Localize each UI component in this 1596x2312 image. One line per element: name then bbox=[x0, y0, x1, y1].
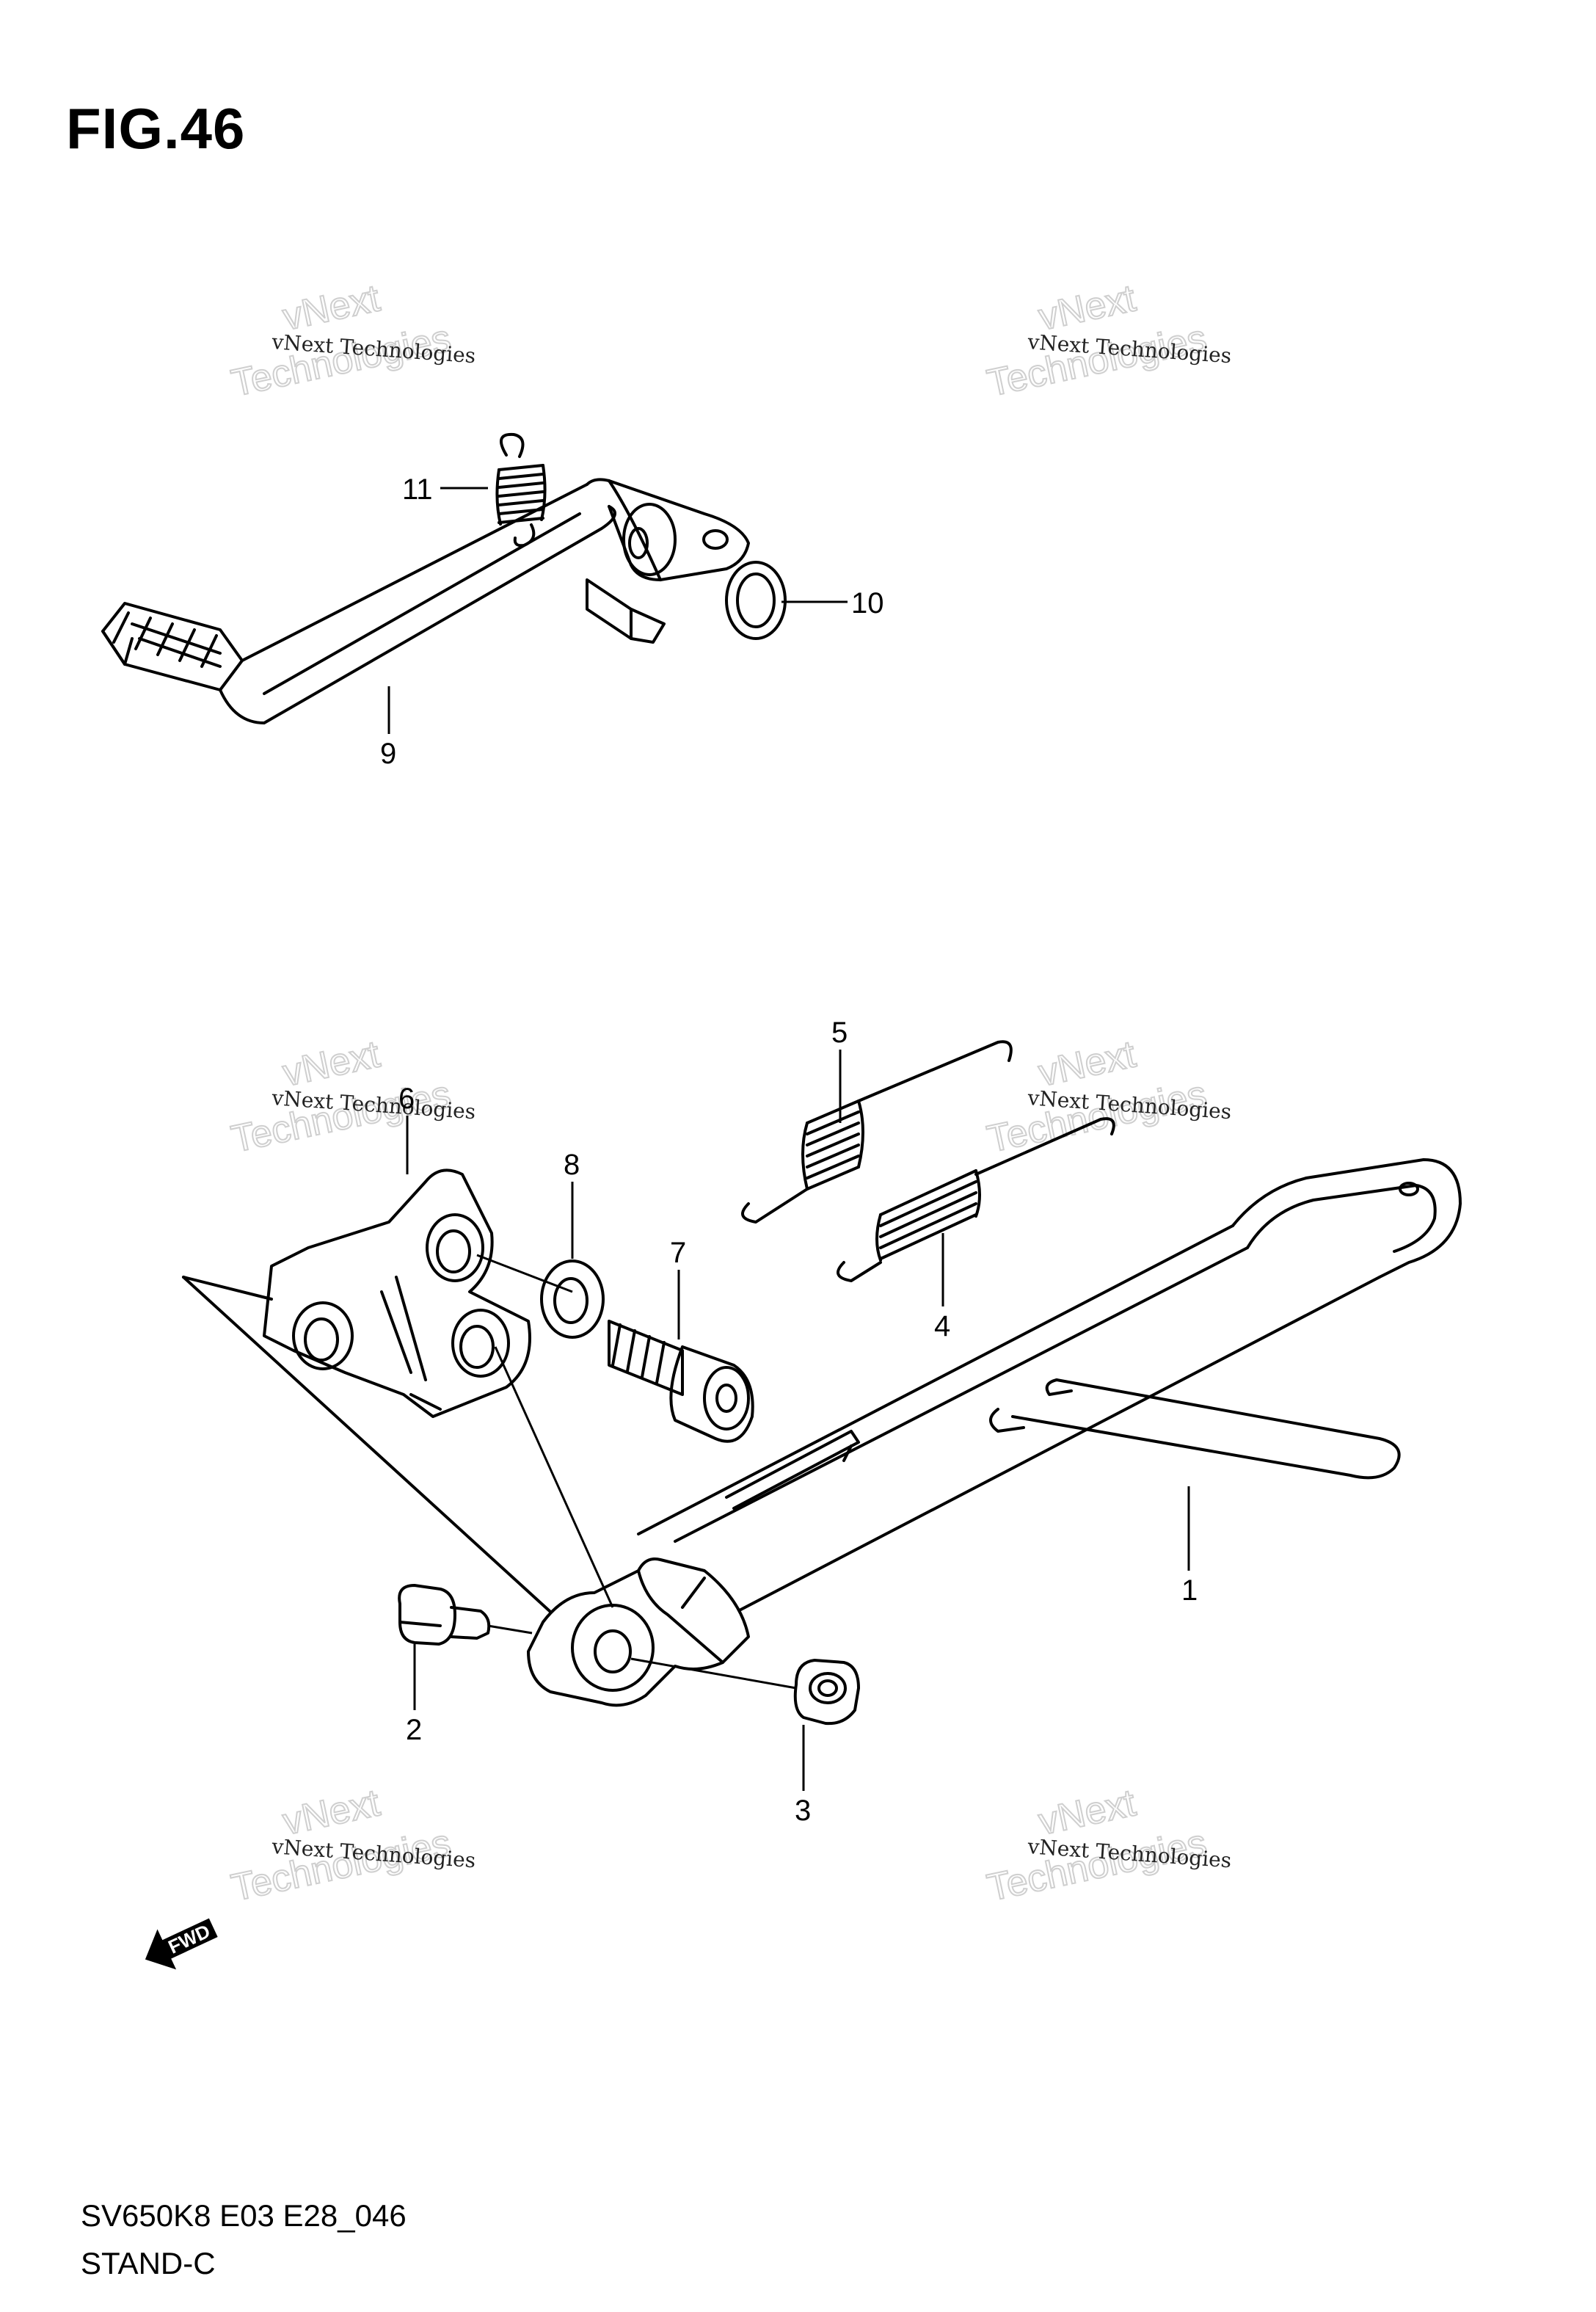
figure-title: FIG.46 bbox=[66, 96, 246, 161]
part-8-washer bbox=[540, 1259, 605, 1339]
watermark-bottom-right: vNext Technologies vNext Technologies bbox=[983, 1781, 1232, 1910]
callout-2: 2 bbox=[406, 1714, 422, 1746]
part-11-return-spring bbox=[495, 432, 547, 548]
callout-5: 5 bbox=[831, 1017, 848, 1049]
callout-3: 3 bbox=[795, 1795, 811, 1827]
callout-7: 7 bbox=[670, 1237, 686, 1269]
part-9-brake-pedal bbox=[101, 478, 750, 724]
callout-4: 4 bbox=[934, 1310, 950, 1342]
leader-lines bbox=[387, 487, 1190, 1791]
callout-numbers: 11 10 9 5 4 6 8 7 1 2 3 bbox=[380, 473, 1198, 1827]
callout-6: 6 bbox=[398, 1083, 415, 1115]
part-5-stand-spring-upper bbox=[741, 1040, 1013, 1224]
watermark-top-right: vNext Technologies vNext Technologies bbox=[983, 276, 1232, 405]
section-name: STAND-C bbox=[81, 2246, 216, 2280]
part-4-stand-spring-lower bbox=[837, 1117, 1115, 1282]
watermark-mid-right: vNext Technologies vNext Technologies bbox=[983, 1032, 1232, 1161]
watermark-big-1: vNext bbox=[279, 277, 384, 338]
watermark-big-1: vNext bbox=[1035, 1781, 1140, 1843]
watermark-mid-left: vNext Technologies vNext Technologies bbox=[227, 1032, 476, 1161]
callout-8: 8 bbox=[564, 1149, 580, 1181]
part-2-pivot-bolt bbox=[398, 1584, 491, 1646]
fwd-label: FWD bbox=[165, 1920, 214, 1958]
part-1-side-stand bbox=[527, 1158, 1462, 1707]
watermark-top-left: vNext Technologies vNext Technologies bbox=[227, 276, 476, 405]
watermark-big-1: vNext bbox=[1035, 277, 1140, 338]
part-7-bolt bbox=[608, 1320, 754, 1443]
watermark-big-1: vNext bbox=[279, 1781, 384, 1843]
watermark-bottom-left: vNext Technologies vNext Technologies bbox=[227, 1781, 476, 1910]
watermark-big-1: vNext bbox=[1035, 1033, 1140, 1094]
fwd-arrow-icon: FWD bbox=[145, 1918, 218, 1970]
callout-10: 10 bbox=[851, 587, 884, 619]
watermark-big-1: vNext bbox=[279, 1033, 384, 1094]
diagram-code: SV650K8 E03 E28_046 bbox=[81, 2198, 407, 2233]
part-6-stand-bracket bbox=[182, 1168, 559, 1620]
callout-11: 11 bbox=[402, 473, 433, 506]
part-10-washer bbox=[725, 561, 787, 640]
callout-9: 9 bbox=[380, 738, 396, 770]
part-3-nut bbox=[793, 1659, 860, 1726]
callout-1: 1 bbox=[1181, 1574, 1198, 1607]
